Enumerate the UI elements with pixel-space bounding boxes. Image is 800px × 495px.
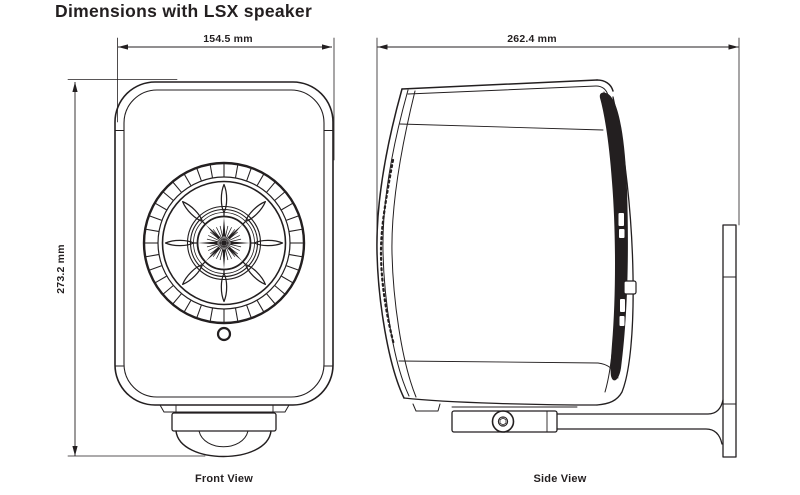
side-cabinet: [376, 79, 634, 406]
bracket-arm: [556, 399, 724, 415]
front-height-value: 273.2 mm: [55, 244, 67, 293]
side-extension-lines: [376, 37, 740, 251]
arrow-left-icon: [118, 44, 128, 50]
arrow-up-icon: [72, 82, 78, 92]
page-title: Dimensions with LSX speaker: [55, 1, 313, 21]
arrow-right-icon: [322, 44, 332, 50]
front-height-dimension: 273.2 mm: [55, 82, 78, 456]
driver-surround-profile: [379, 158, 396, 347]
front-view-label: Front View: [195, 473, 253, 485]
side-view-label: Side View: [534, 473, 587, 485]
bracket-dome: [175, 430, 272, 458]
arrow-right-icon: [728, 44, 739, 50]
driver-surround-ticks: [144, 163, 304, 323]
front-view-drawing: 154.5 mm 273.2 mm: [55, 33, 335, 485]
side-depth-value: 262.4 mm: [507, 33, 556, 45]
wall-plate: [722, 224, 737, 458]
front-cabinet: [114, 81, 334, 406]
side-bracket: [412, 224, 737, 458]
uniq-driver: [142, 161, 306, 325]
front-width-dimension: 154.5 mm: [118, 33, 332, 50]
rear-tab: [623, 280, 637, 295]
driver-center-dot: [221, 240, 227, 246]
front-width-value: 154.5 mm: [203, 33, 252, 45]
rear-connector-slots: [618, 213, 625, 326]
front-bracket: [159, 404, 290, 458]
arrow-down-icon: [72, 446, 78, 456]
side-depth-dimension: 262.4 mm: [377, 33, 739, 50]
front-extension-lines: [67, 37, 335, 457]
arrow-left-icon: [377, 44, 388, 50]
bracket-bolt-icon: [491, 410, 515, 433]
led-indicator-icon: [216, 326, 232, 342]
bracket-dome-inner: [198, 430, 249, 448]
bolt-hex-socket-icon: [499, 417, 507, 426]
side-view-drawing: 262.4 mm: [376, 33, 740, 485]
